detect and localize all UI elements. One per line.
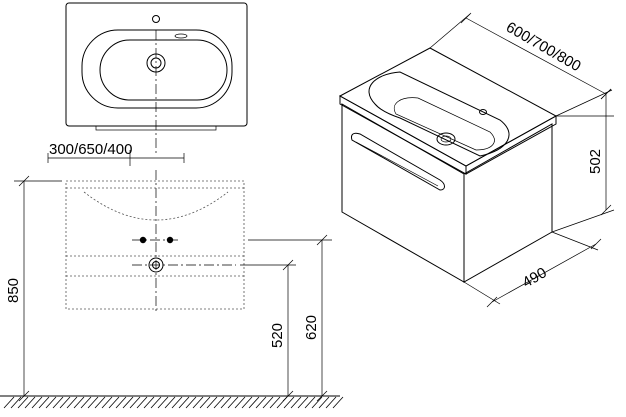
cabinet-width-label: 600/700/800 xyxy=(503,19,584,75)
floor-hatch-stroke xyxy=(227,396,239,409)
floor-hatch-stroke xyxy=(262,396,274,409)
floor-hatch-stroke xyxy=(248,396,260,409)
floor-hatch-stroke xyxy=(129,396,141,409)
floor-hatch-stroke xyxy=(255,396,267,409)
iso-drain-inner xyxy=(440,135,452,143)
cabinet-width-dimension: 600/700/800 xyxy=(429,12,613,117)
iso-top-front-edge xyxy=(339,95,467,175)
floor-hatch-stroke xyxy=(171,396,183,409)
top-view-tap-hole xyxy=(152,15,160,23)
top-view-front-edge xyxy=(95,125,217,131)
floor-hatch-stroke xyxy=(31,396,43,409)
cabinet-depth-label: 490 xyxy=(520,264,550,291)
front-view-supply-left xyxy=(139,236,147,244)
floor-hatch-stroke xyxy=(24,396,36,409)
iso-top-face xyxy=(338,47,558,167)
floor-hatch-stroke xyxy=(52,396,64,409)
floor-hatch-stroke xyxy=(192,396,204,409)
floor-hatch-stroke xyxy=(269,396,281,409)
floor-hatch-stroke xyxy=(220,396,232,409)
top-view-basin-inner xyxy=(99,39,228,101)
iso-drain-outer xyxy=(436,132,456,146)
floor-hatch-stroke xyxy=(17,396,29,409)
iso-tap-hole xyxy=(479,109,487,115)
floor xyxy=(0,395,344,409)
floor-hatch-stroke xyxy=(213,396,225,409)
floor-hatch-stroke xyxy=(94,396,106,409)
cabinet-height-dimension: 502 xyxy=(551,88,615,233)
front-view-cabinet xyxy=(65,180,245,310)
basin-width-label: 300/650/400 xyxy=(49,141,132,158)
floor-hatch-stroke xyxy=(297,396,309,409)
isometric-view xyxy=(338,47,558,283)
iso-top-side-edge xyxy=(465,115,557,175)
floor-hatch-stroke xyxy=(199,396,211,409)
top-view-basin-outer xyxy=(81,29,233,109)
floor-hatch-stroke xyxy=(38,396,50,409)
floor-hatch-stroke xyxy=(73,396,85,409)
front-view xyxy=(65,170,245,312)
floor-hatch-stroke xyxy=(3,396,15,409)
floor-hatch-stroke xyxy=(206,396,218,409)
floor-hatch-stroke xyxy=(241,396,253,409)
total-height-label: 850 xyxy=(5,278,22,303)
floor-hatch-stroke xyxy=(311,396,323,409)
floor-hatch-stroke xyxy=(150,396,162,409)
floor-hatch-stroke xyxy=(136,396,148,409)
floor-hatch-stroke xyxy=(157,396,169,409)
front-view-basin-bowl xyxy=(83,191,229,221)
floor-hatch-stroke xyxy=(45,396,57,409)
floor-hatch-stroke xyxy=(234,396,246,409)
floor-hatch-stroke xyxy=(80,396,92,409)
basin-width-dimension: 300/650/400 xyxy=(47,141,185,166)
floor-hatch-stroke xyxy=(101,396,113,409)
floor-hatch xyxy=(3,396,344,409)
iso-handle xyxy=(351,132,445,191)
floor-hatch-stroke xyxy=(10,396,22,409)
iso-handle-groove xyxy=(355,141,439,187)
top-height-dimension: 620 xyxy=(248,234,332,402)
floor-hatch-stroke xyxy=(122,396,134,409)
floor-hatch-stroke xyxy=(87,396,99,409)
floor-hatch-stroke xyxy=(332,396,344,409)
total-height-dimension: 850 xyxy=(5,175,62,402)
top-height-label: 620 xyxy=(303,315,320,340)
top-view-overflow xyxy=(174,33,188,39)
floor-hatch-stroke xyxy=(59,396,71,409)
floor-hatch-stroke xyxy=(143,396,155,409)
top-view xyxy=(65,2,248,155)
floor-hatch-stroke xyxy=(283,396,295,409)
floor-hatch-stroke xyxy=(318,396,330,409)
floor-hatch-stroke xyxy=(108,396,120,409)
cabinet-height-label: 502 xyxy=(587,149,604,174)
iso-basin-outer xyxy=(368,71,510,157)
floor-hatch-stroke xyxy=(66,396,78,409)
floor-hatch-stroke xyxy=(178,396,190,409)
floor-hatch-stroke xyxy=(325,396,337,409)
iso-basin-inner xyxy=(394,97,495,151)
floor-hatch-stroke xyxy=(304,396,316,409)
floor-hatch-stroke xyxy=(164,396,176,409)
waste-height-label: 520 xyxy=(269,323,286,348)
floor-hatch-stroke xyxy=(185,396,197,409)
floor-hatch-stroke xyxy=(115,396,127,409)
floor-hatch-stroke xyxy=(290,396,302,409)
iso-cabinet-side xyxy=(463,123,553,283)
waste-height-dimension: 520 xyxy=(240,259,296,402)
